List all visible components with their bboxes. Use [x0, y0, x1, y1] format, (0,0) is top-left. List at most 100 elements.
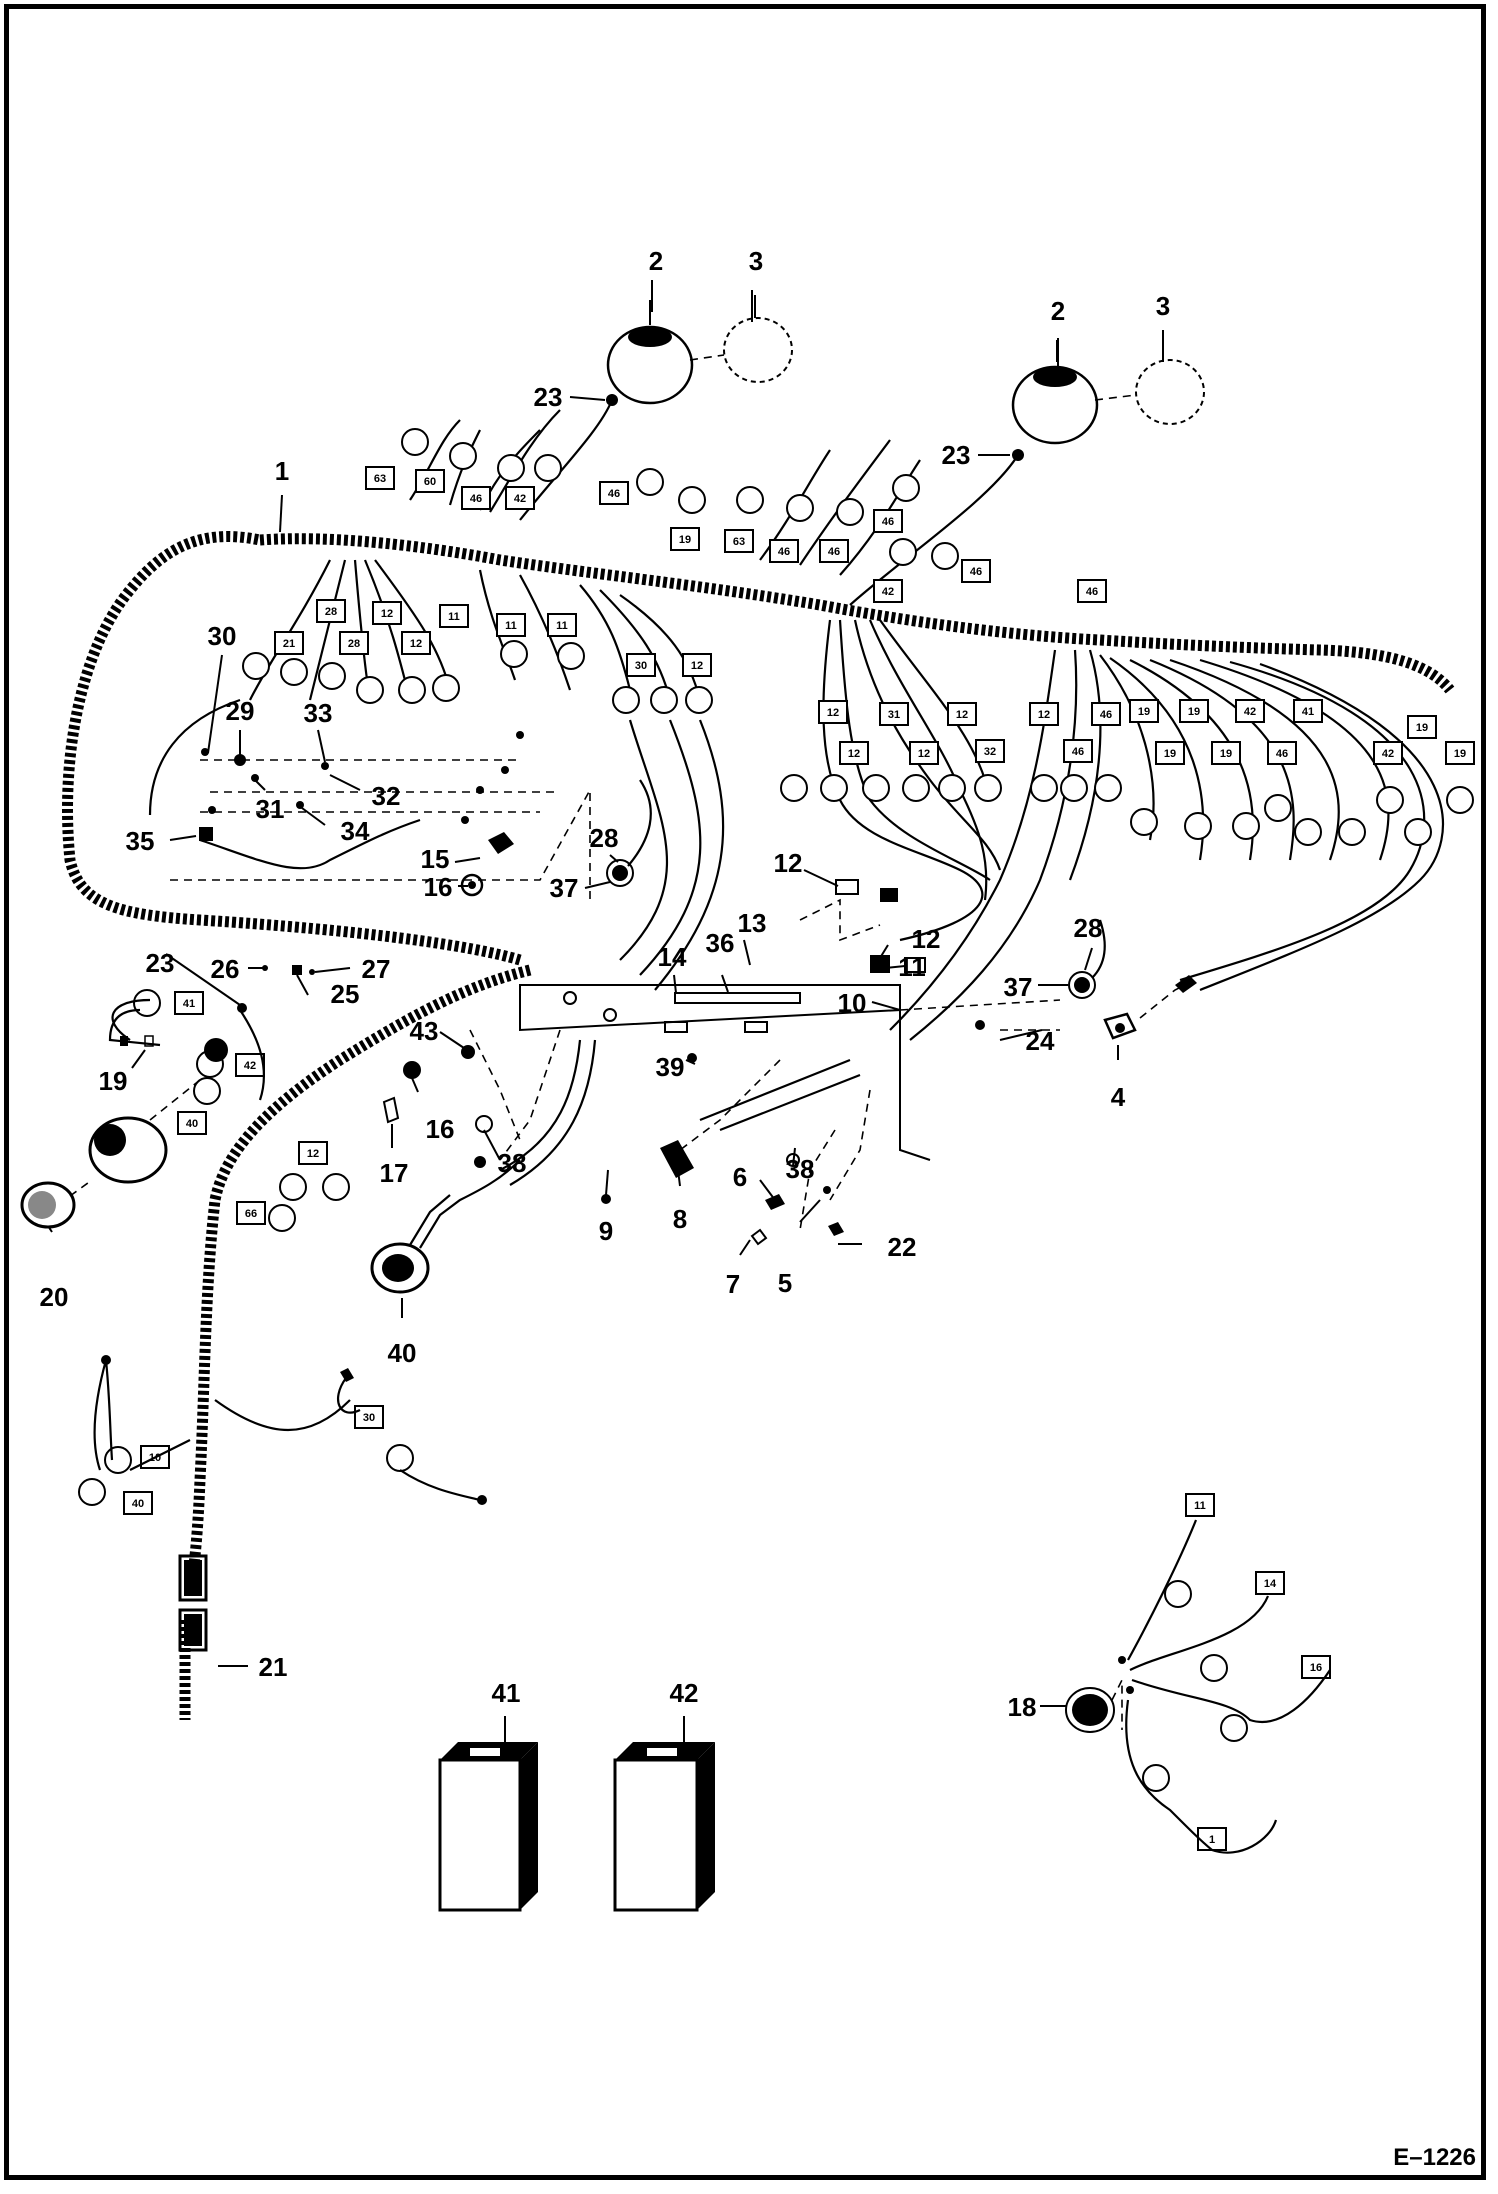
wire-tag: 42 — [505, 486, 535, 510]
wire-tag: 46 — [819, 539, 849, 563]
callout-19: 19 — [99, 1066, 128, 1096]
callout-2: 2 — [649, 246, 663, 276]
svg-text:28: 28 — [325, 606, 337, 618]
wire-tag: 19 — [1211, 741, 1241, 765]
callout-29: 29 — [226, 696, 255, 726]
callout-42: 42 — [670, 1678, 699, 1708]
svg-text:66: 66 — [245, 1208, 257, 1220]
wire-tag: 11 — [1185, 1493, 1215, 1517]
callout-7: 7 — [726, 1269, 740, 1299]
wire-tag: 30 — [354, 1405, 384, 1429]
callout-12: 12 — [912, 924, 941, 954]
callout-4: 4 — [1111, 1082, 1126, 1112]
callout-24: 24 — [1026, 1026, 1055, 1056]
figure-code: E–1226 — [1393, 2144, 1476, 2171]
wire-tag: 12 — [947, 702, 977, 726]
wire-tag: 46 — [1091, 702, 1121, 726]
callout-21: 21 — [259, 1652, 288, 1682]
svg-text:12: 12 — [1038, 709, 1050, 721]
callout-3: 3 — [1156, 291, 1170, 321]
callout-17: 17 — [380, 1158, 409, 1188]
wire-tag: 46 — [1267, 741, 1297, 765]
callout-26: 26 — [211, 954, 240, 984]
callout-37: 37 — [550, 873, 579, 903]
wire-tag: 12 — [298, 1141, 328, 1165]
wire-tag: 42 — [235, 1053, 265, 1077]
wire-tag: 66 — [236, 1201, 266, 1225]
svg-text:41: 41 — [1302, 706, 1314, 718]
wire-tag: 28 — [316, 599, 346, 623]
callout-8: 8 — [673, 1204, 687, 1234]
svg-text:63: 63 — [733, 536, 745, 548]
callout-18: 18 — [1008, 1692, 1037, 1722]
svg-text:12: 12 — [848, 748, 860, 760]
wire-tag: 46 — [1077, 579, 1107, 603]
wire-tags: 63 60 46 42 46 19 63 46 46 46 42 46 46 2… — [123, 466, 1475, 1851]
dashboard-panel — [499, 984, 1061, 1201]
svg-text:63: 63 — [374, 473, 386, 485]
leader-lines — [47, 280, 1164, 1742]
svg-text:46: 46 — [828, 546, 840, 558]
wire-tag: 42 — [1235, 699, 1265, 723]
callout-5: 5 — [778, 1268, 792, 1298]
svg-text:40: 40 — [186, 1118, 198, 1130]
wire-tag: 11 — [496, 613, 526, 637]
box-41 — [438, 1742, 538, 1912]
wire-tag: 42 — [873, 579, 903, 603]
callout-40: 40 — [388, 1338, 417, 1368]
wire-tag: 19 — [1129, 699, 1159, 723]
connector-40 — [370, 1159, 521, 1294]
wire-tag: 12 — [372, 601, 402, 625]
callout-32: 32 — [372, 781, 401, 811]
wire-tag: 21 — [274, 631, 304, 655]
svg-text:11: 11 — [1194, 1500, 1206, 1512]
callout-20: 20 — [40, 1282, 69, 1312]
callout-23: 23 — [534, 382, 563, 412]
callout-23: 23 — [146, 948, 175, 978]
callout-22: 22 — [888, 1232, 917, 1262]
wire-tag: 12 — [1029, 702, 1059, 726]
wire-tag: 40 — [177, 1111, 207, 1135]
svg-text:19: 19 — [1164, 748, 1176, 760]
wire-tag: 19 — [1155, 741, 1185, 765]
svg-text:30: 30 — [363, 1412, 375, 1424]
wire-tag: 12 — [909, 741, 939, 765]
svg-text:28: 28 — [348, 638, 360, 650]
callout-12: 12 — [774, 848, 803, 878]
callout-23: 23 — [942, 440, 971, 470]
callout-labels: 2 3 2 3 23 23 1 30 29 33 31 32 34 35 15 … — [40, 246, 1171, 1722]
wire-tag: 12 — [401, 631, 431, 655]
wire-tag: 60 — [415, 469, 445, 493]
svg-text:46: 46 — [882, 516, 894, 528]
wire-tag: 14 — [1255, 1571, 1285, 1595]
svg-text:11: 11 — [505, 620, 517, 632]
wire-tag: 12 — [839, 741, 869, 765]
svg-text:42: 42 — [1382, 748, 1394, 760]
svg-text:11: 11 — [556, 620, 568, 632]
callout-30: 30 — [208, 621, 237, 651]
wire-tag: 46 — [873, 509, 903, 533]
svg-text:12: 12 — [381, 608, 393, 620]
svg-text:12: 12 — [827, 707, 839, 719]
wire-tag: 40 — [123, 1491, 153, 1515]
wire-tag: 63 — [365, 466, 395, 490]
svg-text:42: 42 — [1244, 706, 1256, 718]
wire-tag: 19 — [1445, 741, 1475, 765]
svg-text:14: 14 — [1264, 1578, 1277, 1590]
switch-cluster-dashlines — [148, 698, 591, 900]
callout-10: 10 — [838, 988, 867, 1018]
callout-11: 11 — [898, 952, 926, 982]
right-work-light — [849, 338, 1205, 606]
svg-text:40: 40 — [132, 1498, 144, 1510]
svg-text:11: 11 — [448, 611, 460, 623]
wire-tag: 11 — [439, 604, 469, 628]
svg-text:42: 42 — [244, 1060, 256, 1072]
callout-35: 35 — [126, 826, 155, 856]
wire-color-markers — [78, 428, 1474, 1792]
wire-tag: 41 — [1293, 699, 1323, 723]
svg-text:19: 19 — [1454, 748, 1466, 760]
callout-38: 38 — [786, 1154, 815, 1184]
svg-text:46: 46 — [470, 493, 482, 505]
callout-3: 3 — [749, 246, 763, 276]
